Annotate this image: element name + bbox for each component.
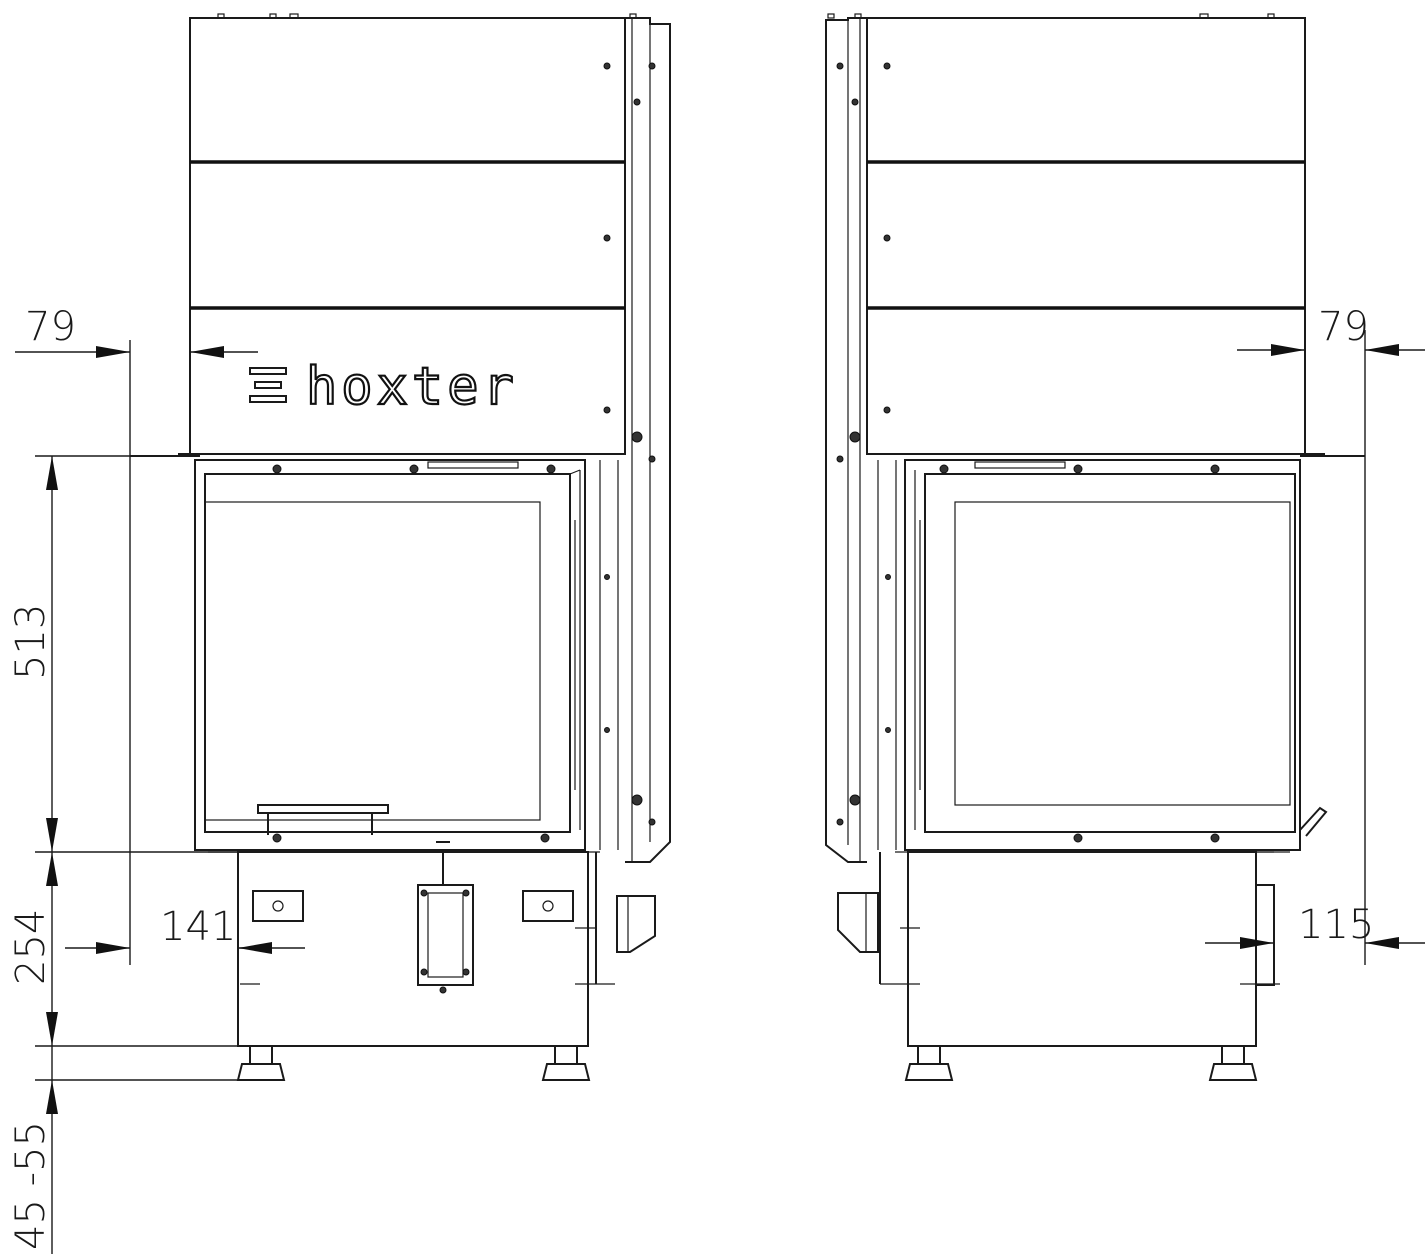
left-view: hoxter [130,13,671,1081]
left-feet [236,1045,591,1081]
dim-right-top-offset: 79 [1318,304,1369,350]
dimension-lines [15,330,1425,1254]
left-glass [204,501,541,821]
right-base-box [907,851,1257,1047]
right-door-frame [904,459,1301,851]
brand-logo: hoxter [249,356,518,418]
brand-logo-text: hoxter [306,357,518,417]
dim-right-base-offset: 115 [1298,902,1374,948]
dim-feet-range: 45 -55 [8,1121,54,1250]
dim-door-height: 513 [8,604,54,680]
left-base-box [237,851,589,1047]
dim-left-top-offset: 79 [25,304,76,350]
dim-left-base-offset: 141 [160,904,236,950]
right-view [825,13,1365,1081]
right-feet [904,1045,1258,1081]
left-door-frame [194,459,586,851]
right-glass [954,501,1291,806]
dim-base-height: 254 [8,909,54,985]
right-top-housing [866,17,1306,455]
